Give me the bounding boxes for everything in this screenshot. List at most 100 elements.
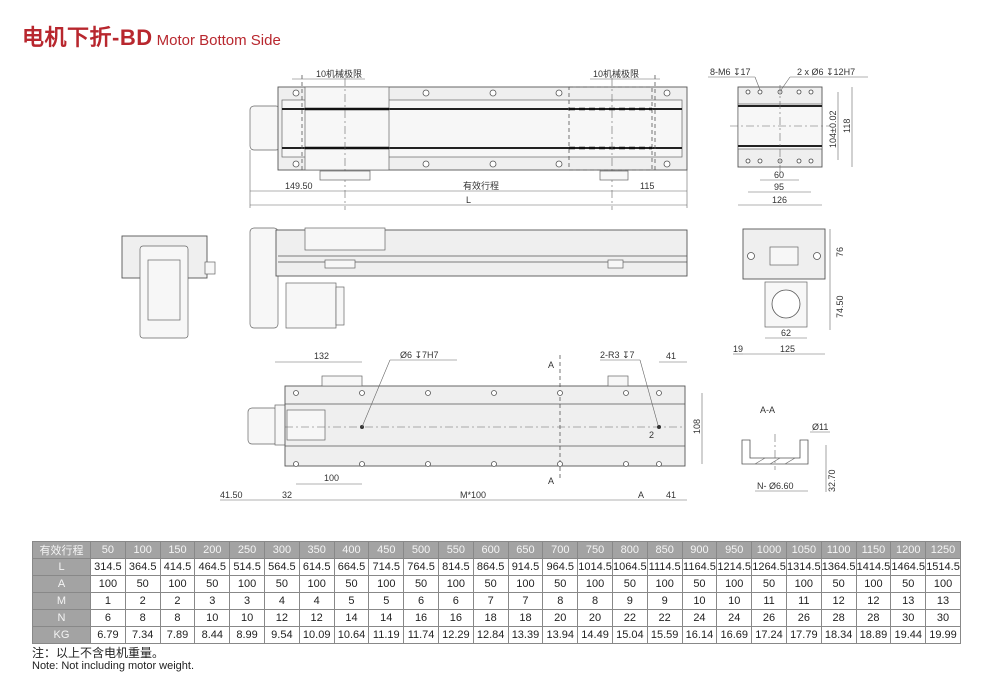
table-cell: 514.5	[229, 558, 265, 576]
table-cell: 22	[646, 609, 683, 627]
table-cell: 1	[90, 592, 126, 610]
table-cell: 18	[507, 609, 544, 627]
table-cell: 50	[890, 575, 927, 593]
table-cell: 11	[751, 592, 787, 610]
table-cell: 10	[229, 609, 265, 627]
table-cell: 10	[681, 592, 718, 610]
technical-drawing: 10机械极限 10机械极限 149.50 有效行程 115 L	[121, 67, 868, 501]
table-cell: 8.99	[229, 626, 265, 644]
stroke-header: 400	[333, 541, 370, 559]
limit-left-label: 10机械极限	[316, 68, 362, 79]
stroke-header: 1050	[785, 541, 822, 559]
dim-74-50: 74.50	[835, 295, 845, 318]
stroke-header: 1100	[820, 541, 857, 559]
table-cell: 10.64	[333, 626, 370, 644]
table-cell: 12.84	[472, 626, 509, 644]
dim-118: 118	[842, 119, 852, 133]
table-cell: 1014.5	[577, 558, 613, 576]
table-cell: 1164.5	[681, 558, 718, 576]
dim-149-50: 149.50	[285, 181, 313, 191]
stroke-header: 500	[403, 541, 439, 559]
table-cell: 10.09	[298, 626, 335, 644]
motor-side-view	[121, 235, 216, 339]
dim-126: 126	[772, 195, 787, 205]
row-label: A	[32, 575, 91, 593]
dim-N-holes: N- Ø6.60	[757, 481, 794, 491]
table-cell: 4	[298, 592, 335, 610]
table-cell: 564.5	[263, 558, 300, 576]
table-cell: 12	[263, 609, 300, 627]
table-cell: 100	[785, 575, 822, 593]
side-view	[249, 227, 688, 329]
table-cell: 14	[333, 609, 370, 627]
table-cell: 1214.5	[716, 558, 753, 576]
note-cn: 注：以上不含电机重量。	[32, 646, 165, 660]
table-cell: 14	[368, 609, 405, 627]
table-cell: 24	[716, 609, 753, 627]
table-cell: 7.89	[159, 626, 196, 644]
table-cell: 9.54	[263, 626, 300, 644]
dim-L: L	[466, 195, 471, 205]
dim-104: 104±0.02	[828, 111, 838, 148]
table-cell: 2	[124, 592, 161, 610]
stroke-header: 1000	[751, 541, 787, 559]
stroke-header: 550	[437, 541, 474, 559]
table-cell: 19.44	[890, 626, 927, 644]
table-cell: 1314.5	[785, 558, 822, 576]
table-cell: 3	[194, 592, 231, 610]
end-view: 8-M6 ↧17 2 x Ø6 ↧12H7 60 95 126 104±0.02…	[708, 67, 868, 206]
section-view: A-A Ø11 32.70 N- Ø6.60	[741, 405, 837, 492]
table-cell: 18.89	[855, 626, 892, 644]
table-cell: 14.49	[577, 626, 613, 644]
table-cell: 11.19	[368, 626, 405, 644]
dim-76: 76	[835, 247, 845, 257]
table-cell: 26	[751, 609, 787, 627]
dim-2: 2	[649, 430, 654, 440]
table-cell: 11	[785, 592, 822, 610]
stroke-header: 350	[298, 541, 335, 559]
table-cell: 1514.5	[925, 558, 961, 576]
table-cell: 15.59	[646, 626, 683, 644]
table-cell: 4	[263, 592, 300, 610]
table-cell: 50	[472, 575, 509, 593]
table-cell: 50	[194, 575, 231, 593]
limit-right-label: 10机械极限	[593, 68, 639, 79]
bottom-view: 132 Ø6 ↧7H7 2-R3 ↧7 41 A A 108 2 100 41.…	[220, 350, 703, 501]
table-cell: 50	[611, 575, 648, 593]
dim-62: 62	[781, 328, 791, 338]
dim-11: Ø11	[812, 422, 828, 432]
table-cell: 12	[298, 609, 335, 627]
table-cell: 50	[403, 575, 439, 593]
dim-60: 60	[774, 170, 784, 180]
dim-125: 125	[780, 344, 795, 354]
table-cell: 8.44	[194, 626, 231, 644]
table-cell: 50	[124, 575, 161, 593]
table-cell: 7.34	[124, 626, 161, 644]
title-en: Motor Bottom Side	[156, 32, 281, 49]
table-cell: 50	[263, 575, 300, 593]
notes: 注：以上不含电机重量。 Note: Not including motor we…	[32, 647, 194, 673]
table-cell: 11.74	[403, 626, 439, 644]
table-cell: 764.5	[403, 558, 439, 576]
table-cell: 17.79	[785, 626, 822, 644]
table-cell: 2	[159, 592, 196, 610]
table-cell: 100	[298, 575, 335, 593]
stroke-header: 850	[646, 541, 683, 559]
stroke-header: 50	[90, 541, 126, 559]
stroke-header: 300	[263, 541, 300, 559]
carriage-end-position	[568, 86, 653, 171]
table-cell: 13	[890, 592, 927, 610]
table-cell: 1064.5	[611, 558, 648, 576]
row-label: M	[32, 592, 91, 610]
table-cell: 614.5	[298, 558, 335, 576]
table-cell: 1414.5	[855, 558, 892, 576]
table-cell: 22	[611, 609, 648, 627]
table-cell: 30	[890, 609, 927, 627]
dim-32: 32	[282, 490, 292, 500]
table-cell: 964.5	[542, 558, 579, 576]
table-cell: 50	[820, 575, 857, 593]
